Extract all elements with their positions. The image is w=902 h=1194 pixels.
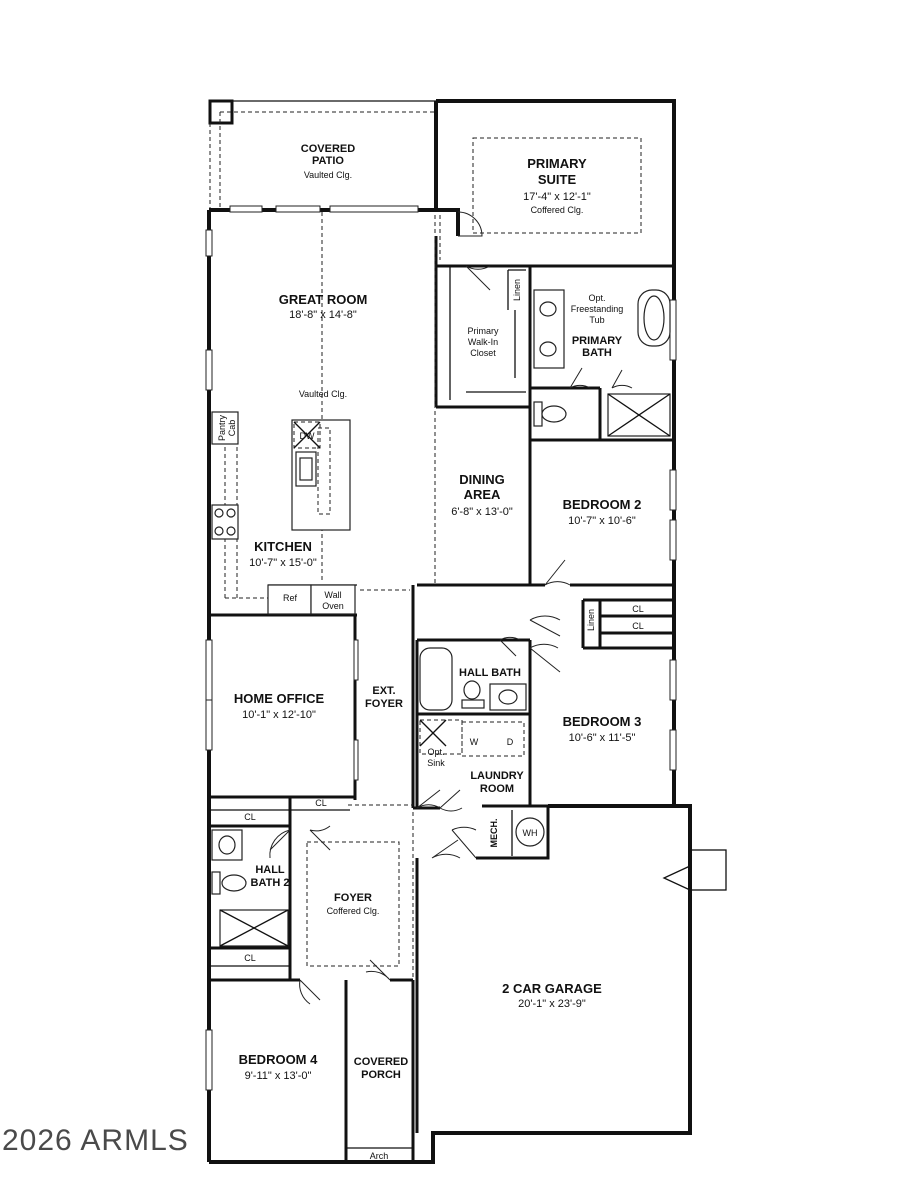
- opt-sink-label: Opt.Sink: [427, 747, 445, 768]
- bedroom3-label: BEDROOM 3: [563, 714, 642, 729]
- garage-label: 2 CAR GARAGE: [502, 981, 602, 996]
- kitchen-size: 10'-7" x 15'-0": [249, 557, 317, 569]
- bedroom2-size: 10'-7" x 10'-6": [568, 515, 636, 527]
- bedroom2-label: BEDROOM 2: [563, 497, 642, 512]
- primary-suite-size: 17'-4" x 12'-1": [523, 191, 591, 203]
- arch-label: Arch: [370, 1151, 389, 1161]
- linen-label-primary: Linen: [512, 279, 522, 301]
- bedroom4-label: BEDROOM 4: [239, 1052, 319, 1067]
- dryer-label: D: [507, 737, 514, 747]
- cl-label-3: CL: [244, 812, 256, 822]
- cl-label-5: CL: [244, 953, 256, 963]
- cl-label-1: CL: [632, 604, 644, 614]
- home-office-label: HOME OFFICE: [234, 691, 325, 706]
- hall-bath-label: HALL BATH: [459, 667, 521, 679]
- washer-label: W: [470, 737, 479, 747]
- home-office-size: 10'-1" x 12'-10": [242, 709, 316, 721]
- dining-size: 6'-8" x 13'-0": [451, 506, 513, 518]
- ext-foyer-label: EXT.FOYER: [365, 685, 403, 710]
- great-room-note: Vaulted Clg.: [299, 389, 347, 399]
- dw-label: DW: [300, 431, 315, 441]
- great-room-label: GREAT ROOM: [279, 292, 368, 307]
- pantry-label: PantryCab: [217, 414, 237, 441]
- primary-suite-note: Coffered Clg.: [531, 205, 584, 215]
- kitchen-label: KITCHEN: [254, 539, 312, 554]
- foyer-label: FOYER: [334, 892, 372, 904]
- wh-label: WH: [523, 828, 538, 838]
- bedroom4-size: 9'-11" x 13'-0": [245, 1070, 312, 1082]
- ref-label: Ref: [283, 593, 298, 603]
- doors: [269, 211, 633, 1005]
- foyer-note: Coffered Clg.: [327, 906, 380, 916]
- cl-label-2: CL: [632, 621, 644, 631]
- mech-label: MECH.: [489, 819, 499, 848]
- windows: [205, 205, 677, 1091]
- watermark: 2026 ARMLS: [2, 1124, 189, 1157]
- bedroom3-size: 10'-6" x 11'-5": [569, 732, 636, 744]
- cl-label-4: CL: [315, 798, 327, 808]
- fixtures: [211, 289, 671, 947]
- garage-size: 20'-1" x 23'-9": [518, 998, 586, 1010]
- linen-label-hall: Linen: [586, 609, 596, 631]
- covered-patio-note: Vaulted Clg.: [304, 170, 352, 180]
- great-room-size: 18'-8" x 14'-8": [289, 309, 357, 321]
